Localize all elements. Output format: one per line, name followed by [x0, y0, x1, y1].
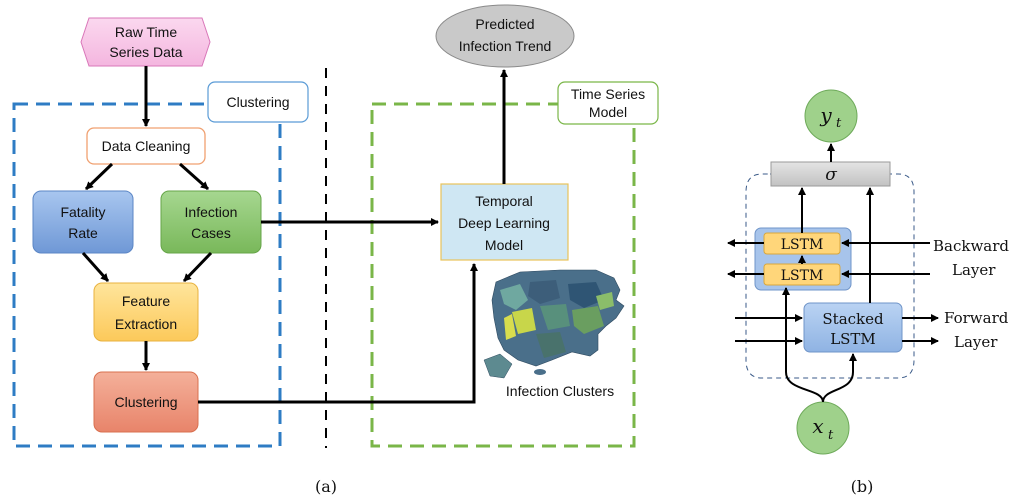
- predicted-trend-label-1: Predicted: [475, 16, 534, 32]
- panel-b-arrows: [727, 143, 939, 403]
- feature-extraction-label-2: Extraction: [115, 316, 177, 332]
- stacked-lstm-label-1: Stacked: [822, 310, 884, 328]
- infection-cases-label-1: Infection: [185, 204, 238, 220]
- time-series-region: [370, 102, 636, 448]
- time-series-tag-label-2: Model: [589, 104, 627, 120]
- temporal-model-label-3: Model: [485, 237, 523, 253]
- clustering-node-label: Clustering: [114, 394, 177, 410]
- lstm-bottom-label: LSTM: [781, 268, 824, 284]
- fatality-rate-label-2: Rate: [68, 225, 98, 241]
- raw-data-label-2: Series Data: [109, 44, 182, 60]
- forward-label-2: Layer: [954, 333, 998, 351]
- stacked-lstm-label-2: LSTM: [830, 330, 876, 348]
- time-series-tag: [557, 81, 659, 125]
- output-subscript: t: [836, 116, 842, 131]
- temporal-model-label-1: Temporal: [475, 193, 533, 209]
- input-label: x: [812, 414, 823, 438]
- temporal-model-node: [440, 183, 569, 261]
- predicted-trend-node: [435, 4, 575, 68]
- feature-extraction-node: [93, 282, 199, 342]
- clustering-tag-label: Clustering: [226, 94, 289, 110]
- clustering-tag: [207, 81, 309, 123]
- lstm-top-label: LSTM: [781, 237, 824, 253]
- sigma-layer: [770, 161, 891, 187]
- infection-clusters-label: Infection Clusters: [506, 383, 614, 399]
- feature-extraction-label-1: Feature: [122, 293, 170, 309]
- backward-label-2: Layer: [952, 261, 996, 279]
- raw-data-node: [80, 17, 211, 67]
- predicted-trend-label-2: Infection Trend: [459, 38, 552, 54]
- bilstm-container: [745, 173, 915, 379]
- caption-a: (a): [315, 477, 337, 496]
- fatality-rate-label-1: Fatality: [60, 204, 105, 220]
- time-series-tag-label-1: Time Series: [571, 86, 645, 102]
- output-node: [804, 89, 858, 143]
- backward-label-1: Backward: [933, 237, 1009, 255]
- raw-data-label-1: Raw Time: [115, 24, 177, 40]
- input-subscript: t: [828, 428, 834, 443]
- caption-b: (b): [851, 477, 874, 496]
- data-cleaning-label: Data Cleaning: [102, 138, 191, 154]
- us-cluster-map: [483, 269, 625, 379]
- forward-label-1: Forward: [944, 309, 1009, 327]
- temporal-model-label-2: Deep Learning: [458, 215, 550, 231]
- infection-cases-label-2: Cases: [191, 225, 231, 241]
- stacked-lstm: [803, 302, 903, 353]
- output-label: y: [819, 103, 832, 127]
- infection-cases-node: [160, 190, 262, 254]
- fatality-rate-node: [32, 190, 134, 254]
- panel-a-arrows: [81, 66, 508, 404]
- sigma-label: σ: [825, 165, 837, 185]
- data-cleaning-node: [86, 127, 206, 165]
